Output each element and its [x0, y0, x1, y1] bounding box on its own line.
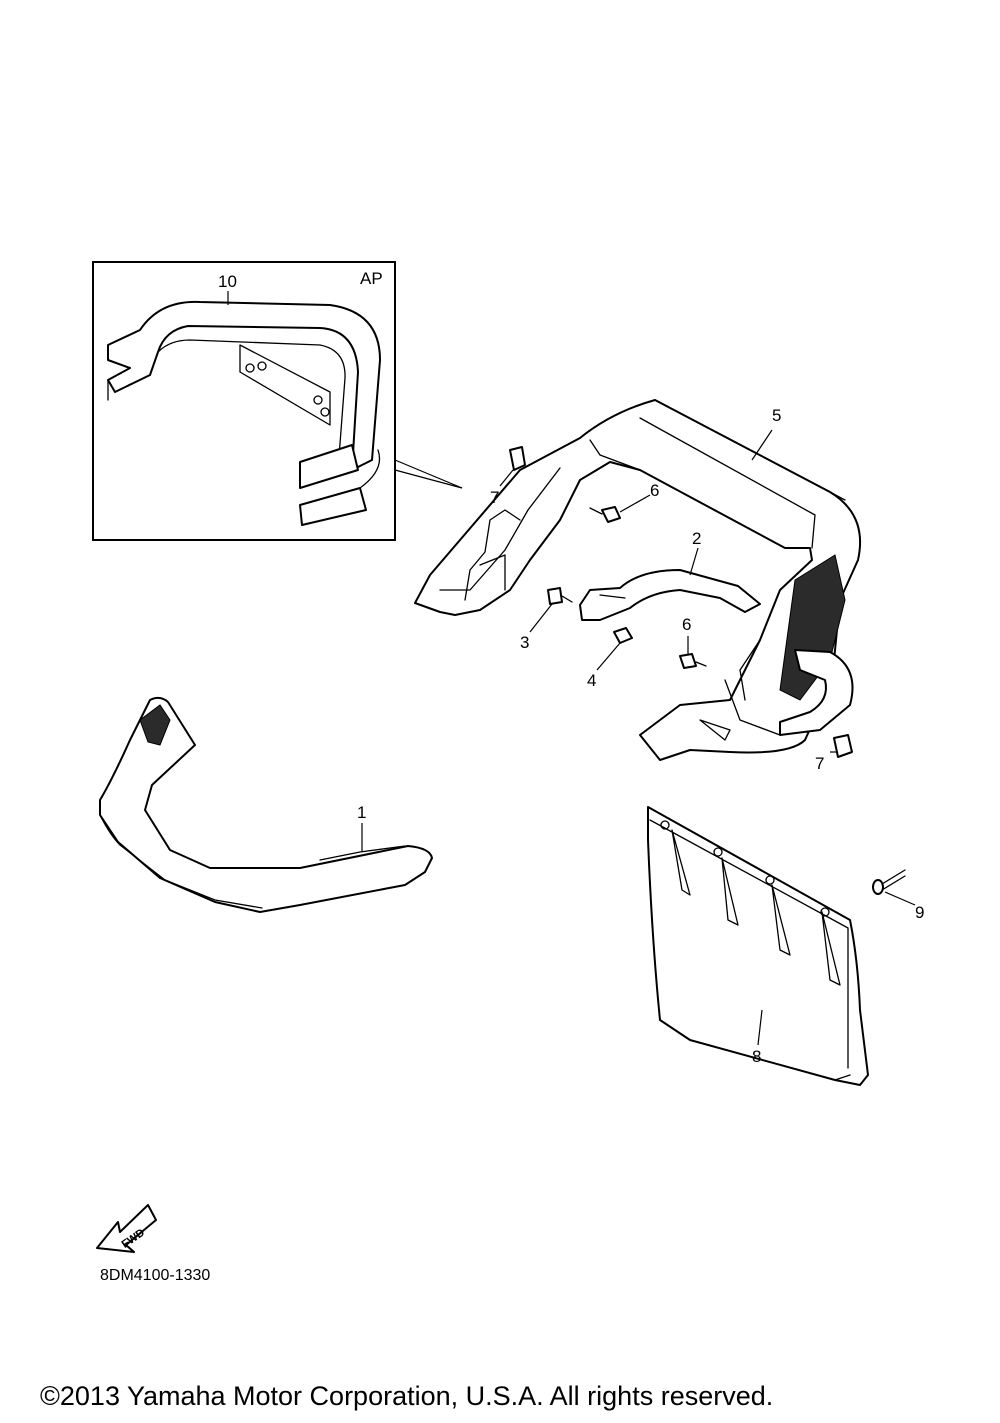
- part-3-bolt: [547, 587, 573, 605]
- part-7-clip-lower: [833, 734, 853, 758]
- part-8-snow-flap: [647, 806, 869, 1086]
- part-9-rivet: [872, 869, 906, 895]
- diagram-code: 8DM4100-1330: [100, 1267, 210, 1284]
- part-4-nut: [613, 627, 633, 644]
- inset-pointer: [394, 459, 463, 489]
- callout-6-upper: 6: [650, 481, 659, 500]
- part-6-bolt-upper: [589, 506, 621, 523]
- part-10-grab-bar: [107, 300, 381, 526]
- part-1-front-bumper: [99, 696, 433, 913]
- part-5-rear-frame: [414, 399, 862, 761]
- callout-8: 8: [752, 1047, 761, 1066]
- fwd-arrow-icon: FWD: [96, 1204, 157, 1253]
- copyright-notice: ©2013 Yamaha Motor Corporation, U.S.A. A…: [40, 1381, 773, 1411]
- callout-1: 1: [357, 803, 366, 822]
- callout-9: 9: [915, 903, 924, 922]
- callout-10: 10: [218, 272, 237, 291]
- inset-ap: AP 10: [92, 261, 463, 541]
- callout-7-upper: 7: [490, 488, 499, 507]
- part-6-bolt-lower: [679, 653, 707, 669]
- callout-7-lower: 7: [815, 754, 824, 773]
- callout-2: 2: [692, 529, 701, 548]
- callout-5: 5: [772, 406, 781, 425]
- part-2-sub-frame: [579, 569, 761, 621]
- callout-4: 4: [587, 671, 596, 690]
- callout-3: 3: [520, 633, 529, 652]
- part-7-clip-upper: [509, 446, 526, 471]
- callout-6-lower: 6: [682, 615, 691, 634]
- inset-tag: AP: [360, 269, 383, 288]
